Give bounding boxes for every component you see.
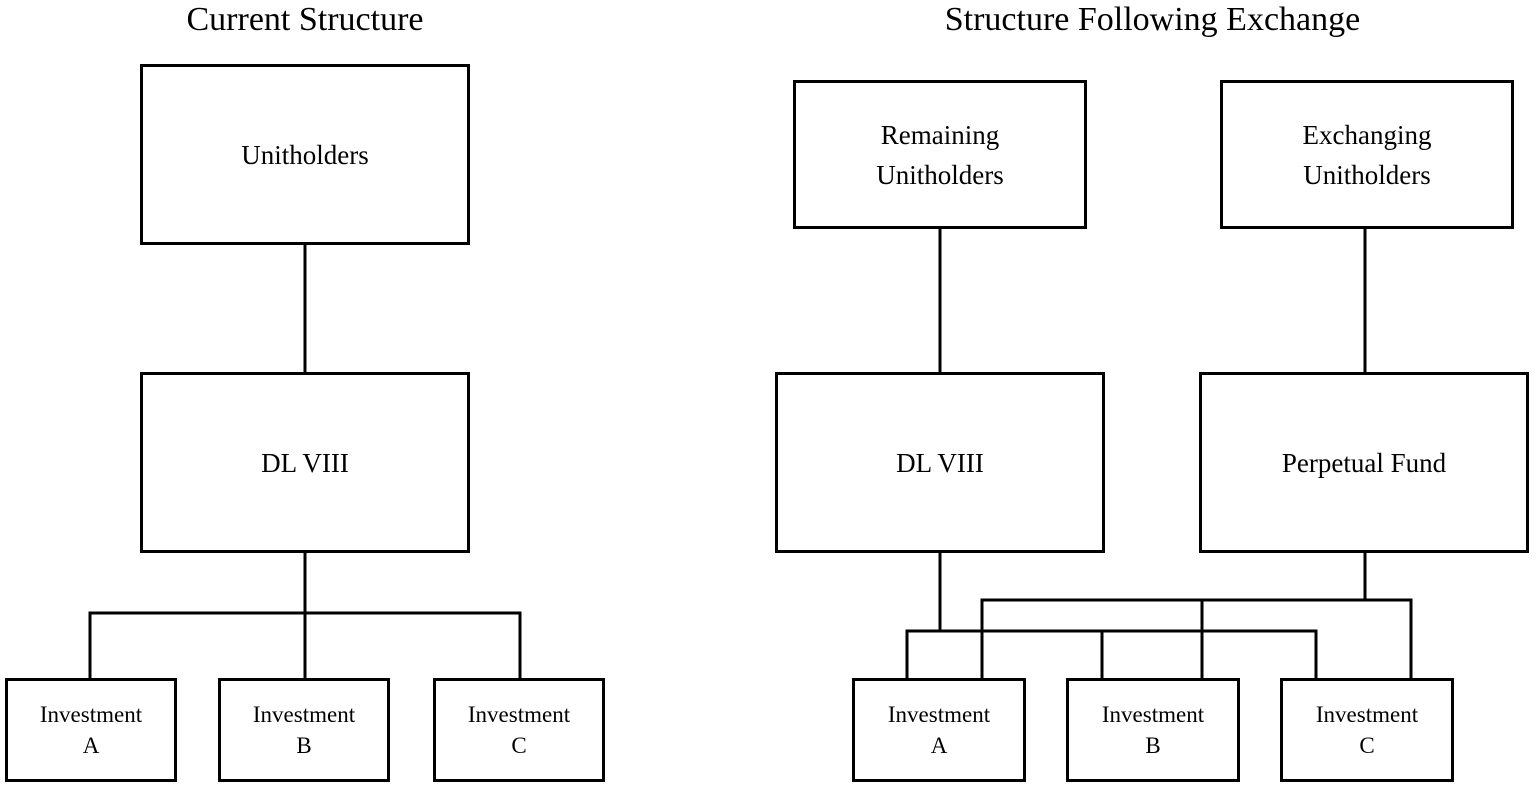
investment-label: Investment: [887, 702, 991, 727]
dl-viii-box-current: DL VIII: [140, 372, 470, 553]
investment-letter: C: [1359, 733, 1375, 758]
investment-letter: A: [82, 733, 100, 758]
investment-c-box-following: Investment C: [1280, 678, 1454, 782]
perpetual-fund-label: Perpetual Fund: [1281, 447, 1447, 478]
current-structure-title: Current Structure: [186, 1, 424, 38]
perpetual-fund-box: Perpetual Fund: [1199, 372, 1529, 553]
investment-letter: C: [511, 733, 527, 758]
investment-letter: A: [930, 733, 948, 758]
investment-label: Investment: [1101, 702, 1205, 727]
unitholders-label: Unitholders: [1303, 159, 1431, 190]
unitholders-label: Unitholders: [876, 159, 1004, 190]
investment-c-box-current: Investment C: [433, 678, 605, 782]
dl-viii-box-following: DL VIII: [775, 372, 1105, 553]
remaining-label: Remaining: [880, 119, 1000, 150]
investment-label: Investment: [252, 702, 356, 727]
investment-b-box-following: Investment B: [1066, 678, 1240, 782]
dl-viii-label: DL VIII: [261, 447, 349, 478]
unitholders-box: Unitholders: [140, 64, 470, 245]
structure-following-exchange-title: Structure Following Exchange: [944, 1, 1361, 38]
investment-a-box-following: Investment A: [852, 678, 1026, 782]
investment-letter: B: [296, 733, 312, 758]
investment-label: Investment: [1315, 702, 1419, 727]
investment-a-box-current: Investment A: [5, 678, 177, 782]
dl-viii-label: DL VIII: [896, 447, 984, 478]
remaining-unitholders-box: Remaining Unitholders: [793, 80, 1087, 229]
exchanging-label: Exchanging: [1302, 119, 1432, 150]
investment-label: Investment: [467, 702, 571, 727]
investment-b-box-current: Investment B: [218, 678, 390, 782]
investment-letter: B: [1145, 733, 1161, 758]
exchanging-unitholders-box: Exchanging Unitholders: [1220, 80, 1514, 229]
investment-label: Investment: [39, 702, 143, 727]
unitholders-label: Unitholders: [241, 139, 369, 170]
